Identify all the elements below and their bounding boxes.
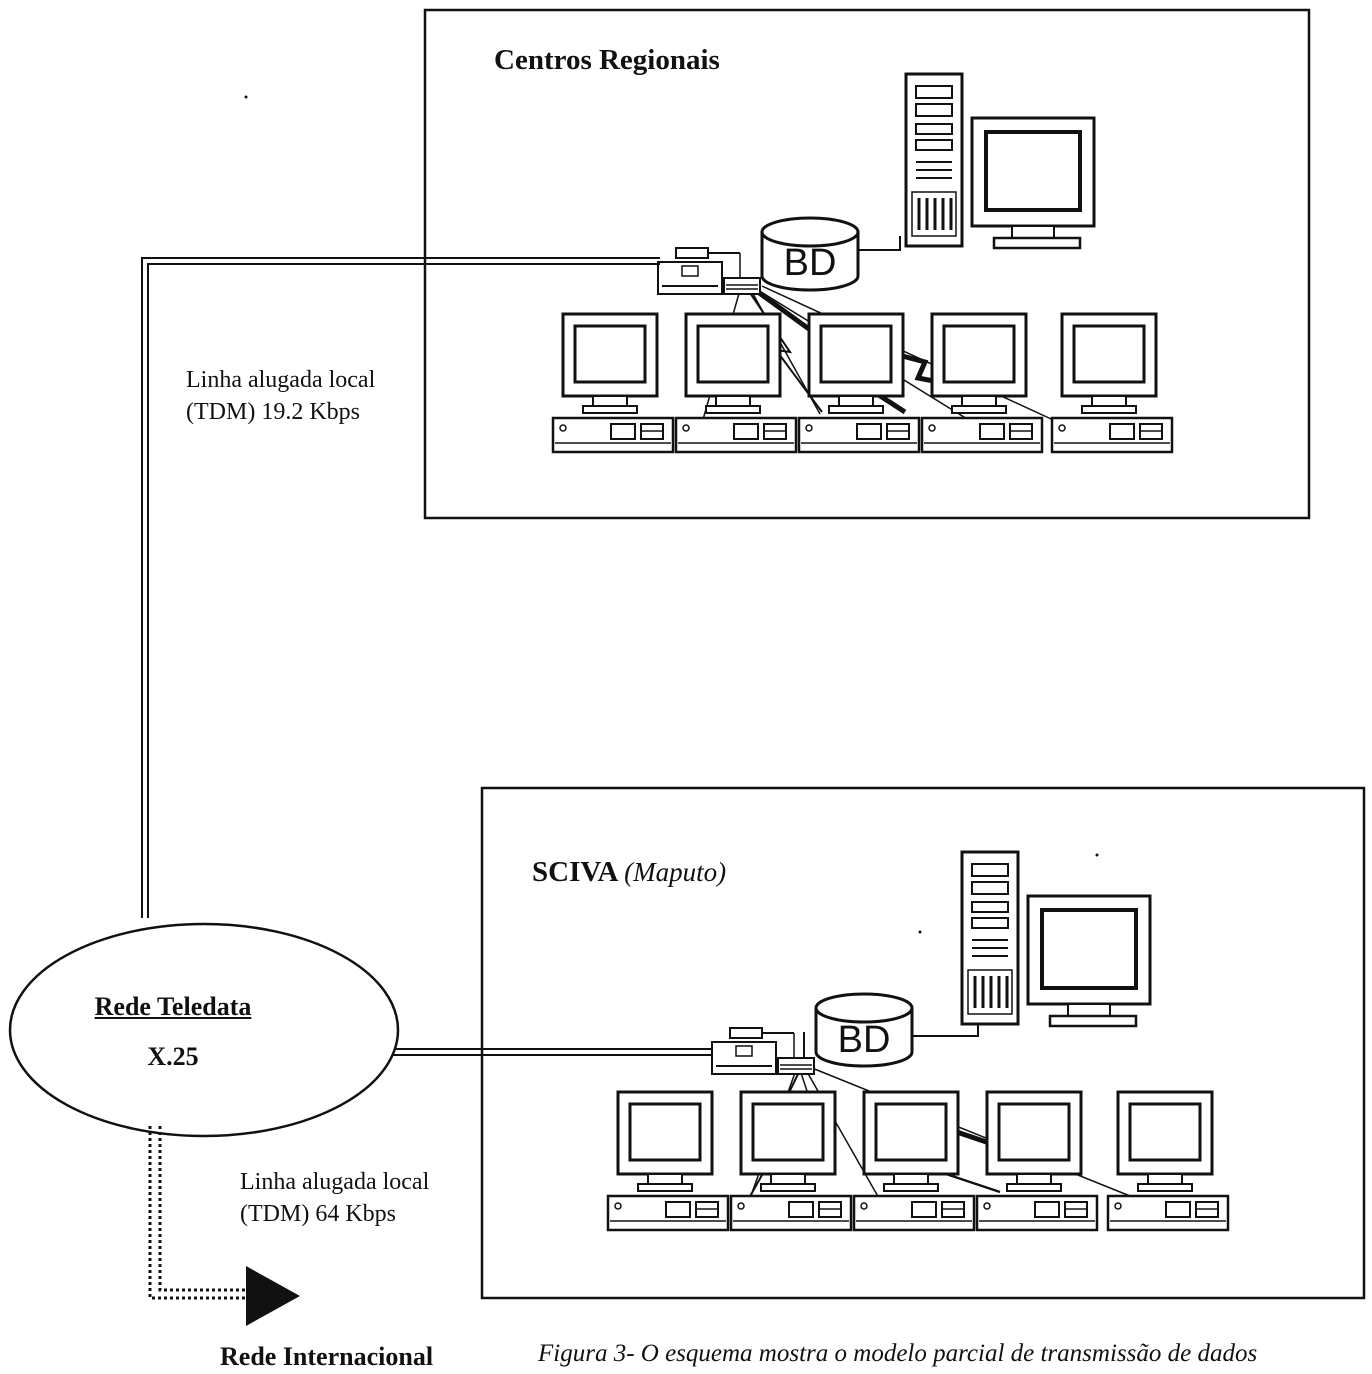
sciva-title-name: SCIVA	[532, 856, 617, 888]
regional-workstation-4	[920, 312, 1044, 454]
sciva-workstation-4	[975, 1090, 1099, 1232]
sciva-leased-line	[384, 1048, 712, 1056]
sciva-modem	[711, 1027, 815, 1075]
regional-database-icon	[760, 216, 860, 292]
regional-workstation-3	[797, 312, 921, 454]
regional-link-line2: (TDM) 19.2 Kbps	[186, 399, 360, 425]
sciva-server-monitor	[1026, 894, 1152, 1028]
scan-speck	[1095, 853, 1099, 857]
sciva-box	[480, 786, 1366, 1300]
sciva-server-tower	[960, 850, 1020, 1026]
teledata-network-protocol: X.25	[147, 1042, 199, 1071]
regional-server-monitor	[970, 116, 1096, 250]
sciva-database-icon	[814, 992, 914, 1068]
regional-modem	[657, 247, 761, 295]
regional-workstation-5	[1050, 312, 1174, 454]
regional-workstation-2	[674, 312, 798, 454]
sciva-title-location: (Maputo)	[624, 857, 727, 887]
regional-link-line1: Linha alugada local	[186, 367, 376, 393]
regional-leased-line	[141, 257, 660, 918]
international-network-label: Rede Internacional	[220, 1342, 434, 1371]
regional-link-label: Linha alugada local (TDM) 19.2 Kbps	[186, 364, 375, 428]
regional-workstation-1	[551, 312, 675, 454]
international-link-line2: (TDM) 64 Kbps	[240, 1201, 396, 1227]
regional-db-label: BD	[784, 242, 837, 284]
sciva-workstation-3	[852, 1090, 976, 1232]
international-arrow-icon	[246, 1266, 300, 1326]
sciva-workstation-5	[1106, 1090, 1230, 1232]
scan-speck	[918, 930, 922, 934]
teledata-network-name: Rede Teledata	[94, 992, 252, 1021]
regional-server-tower	[904, 72, 964, 248]
sciva-title: SCIVA (Maputo)	[532, 856, 726, 889]
regional-center-title: Centros Regionais	[494, 44, 720, 76]
scan-speck	[244, 95, 248, 99]
teledata-network-ellipse	[8, 922, 400, 1138]
sciva-workstation-1	[606, 1090, 730, 1232]
international-link-line1: Linha alugada local	[240, 1169, 430, 1195]
sciva-workstation-2	[729, 1090, 853, 1232]
sciva-db-label: BD	[838, 1019, 891, 1061]
figure-caption: Figura 3- O esquema mostra o modelo parc…	[538, 1340, 1258, 1367]
international-link-label: Linha alugada local (TDM) 64 Kbps	[240, 1166, 429, 1230]
international-dotted-link	[148, 1126, 248, 1300]
